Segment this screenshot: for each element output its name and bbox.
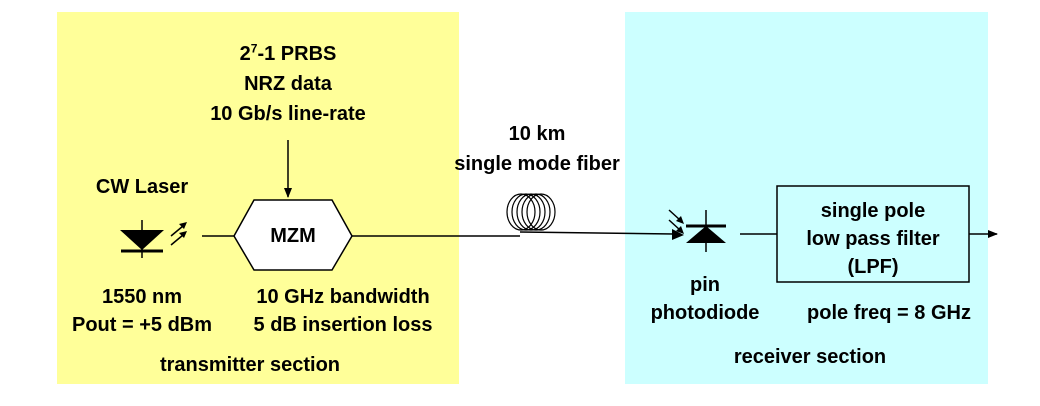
lpf-line1-label: single pole	[820, 200, 926, 222]
photodiode-icon	[668, 209, 726, 252]
transmitter-section-label: transmitter section	[159, 354, 341, 376]
prbs-label: 27-1 PRBS	[240, 42, 337, 66]
pd-input-arrowhead	[672, 229, 684, 240]
fiber-length-label: 10 km	[508, 123, 566, 145]
mzm-label: MZM	[270, 225, 316, 247]
nrz-data-label: NRZ data	[244, 73, 332, 95]
cw-laser-label: CW Laser	[95, 176, 189, 198]
photodiode-label: photodiode	[650, 302, 760, 324]
line-rate-label: 10 Gb/s line-rate	[210, 103, 366, 125]
laser-power-label: Pout = +5 dBm	[71, 314, 213, 336]
fiber-type-label: single mode fiber	[454, 153, 620, 175]
receiver-section-bg	[625, 12, 988, 384]
receiver-section-label: receiver section	[733, 346, 887, 368]
pin-label: pin	[690, 274, 720, 296]
transmitter-section-bg	[57, 12, 459, 384]
mzm-bandwidth-label: 10 GHz bandwidth	[256, 286, 430, 308]
fiber-to-pd-line	[519, 231, 675, 235]
pole-freq-label: pole freq = 8 GHz	[807, 302, 971, 324]
fiber-coil-icon	[506, 193, 556, 231]
lpf-line2-label: low pass filter	[806, 228, 940, 250]
prbs-base-text: 2	[239, 43, 251, 65]
mzm-loss-label: 5 dB insertion loss	[253, 314, 433, 336]
prbs-exponent-text: 7	[250, 41, 258, 56]
lpf-line3-label: (LPF)	[847, 256, 899, 278]
wavelength-label: 1550 nm	[101, 286, 183, 308]
prbs-rest-text: -1 PRBS	[257, 43, 337, 65]
laser-diode-icon	[120, 220, 187, 258]
